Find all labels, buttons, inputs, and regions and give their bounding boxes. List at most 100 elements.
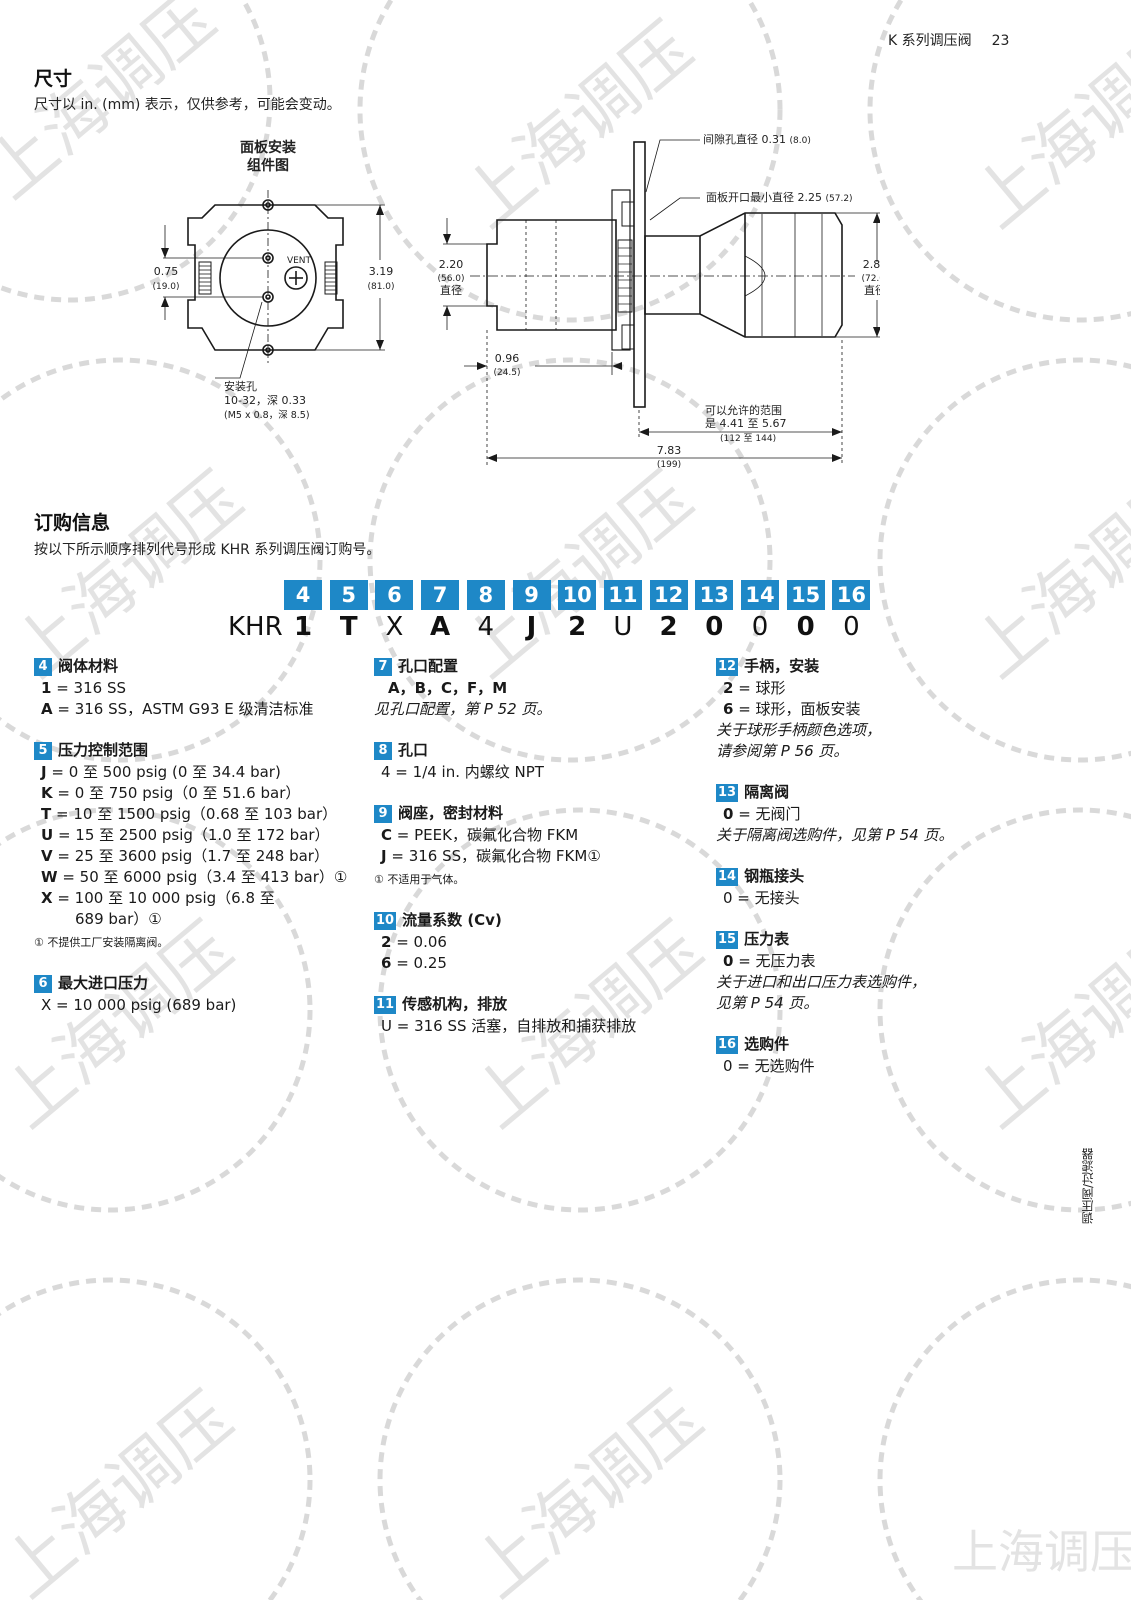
order-position-number: 4 — [284, 580, 322, 610]
dim-096: 0.96 — [495, 352, 520, 365]
option-title: 传感机构，排放 — [402, 995, 508, 1013]
watermark-text: 上海调压 — [459, 1378, 718, 1600]
option-line: 2 = 0.06 — [381, 933, 447, 951]
order-position-number: 10 — [558, 580, 597, 610]
option-line: X = 10 000 psig (689 bar) — [41, 996, 237, 1014]
dim-220-mm: (56.0) — [437, 274, 464, 284]
option-line: 0 = 无压力表 — [723, 952, 816, 970]
panel-opening-label: 面板开口最小直径 2.25 (57.2) — [706, 190, 853, 204]
option-number-badge: 4 — [34, 657, 52, 676]
option-line: 689 bar）① — [75, 910, 162, 928]
dim-319-mm: (81.0) — [367, 282, 394, 292]
option-line: A，B，C，F，M — [388, 679, 508, 697]
order-position-code: A — [430, 612, 451, 642]
option-title: 最大进口压力 — [58, 974, 149, 992]
option-line: 0 = 无选购件 — [723, 1057, 815, 1075]
section-title-ordering: 订购信息 — [34, 512, 111, 534]
option-line: 6 = 球形，面板安装 — [723, 700, 861, 718]
dim-783: 7.83 — [657, 444, 682, 457]
hole-label-2: 10-32，深 0.33 — [224, 394, 306, 407]
dim-220-label: 直径 — [440, 283, 462, 297]
watermark-text: 上海调压 — [0, 1378, 248, 1600]
order-position-code: J — [526, 612, 537, 642]
option-line: J = 0 至 500 psig (0 至 34.4 bar) — [41, 763, 281, 781]
order-position-code: 0 — [796, 612, 815, 642]
option-number-badge: 6 — [34, 974, 52, 993]
order-position-code: 2 — [568, 612, 587, 642]
option-block-15: 15 压力表 0 = 无压力表 关于进口和出口压力表选购件， 见第 P 54 页。 — [716, 929, 1016, 1014]
panel-title-2: 组件图 — [247, 157, 289, 174]
order-position-code: X — [385, 612, 404, 642]
side-section-label: 调压阀/过滤器 — [1081, 1148, 1095, 1225]
option-title: 孔口 — [398, 741, 429, 759]
option-number-badge: 15 — [716, 930, 739, 949]
option-number-badge: 12 — [716, 657, 739, 676]
watermark-text: 上海调压 — [952, 1525, 1131, 1579]
option-line: 4 = 1/4 in. 内螺纹 NPT — [381, 763, 544, 781]
dim-075: 0.75 — [154, 265, 179, 278]
option-line: 0 = 无阀门 — [723, 805, 801, 823]
option-note: 见第 P 54 页。 — [716, 994, 819, 1012]
option-title: 手柄，安装 — [744, 657, 820, 675]
option-title: 压力控制范围 — [58, 741, 149, 759]
option-note: 关于球形手柄颜色选项， — [716, 721, 882, 739]
order-position-number: 7 — [421, 580, 460, 610]
panel-front-view — [163, 190, 385, 379]
option-number-badge: 9 — [374, 804, 392, 823]
option-title: 压力表 — [744, 930, 790, 948]
range-label-2: 是 4.41 至 5.67 — [705, 417, 786, 430]
option-number-badge: 7 — [374, 657, 392, 676]
option-note: 关于进口和出口压力表选购件， — [716, 973, 927, 991]
order-position-code: 4 — [477, 612, 495, 642]
side-view — [443, 139, 880, 465]
option-line: U = 316 SS 活塞，自排放和捕获排放 — [381, 1017, 637, 1035]
order-position-number: 11 — [603, 580, 642, 610]
options-column-2: 7 孔口配置 A，B，C，F，M 见孔口配置，第 P 52 页。 8 孔口 4 = … — [374, 656, 684, 1051]
header-title: K 系列调压阀 — [888, 33, 972, 49]
order-position-code: T — [339, 612, 358, 642]
ordering-intro: 按以下所示顺序排列代号形成 KHR 系列调压阀订购号。 — [34, 542, 381, 558]
order-position-number: 15 — [786, 580, 825, 610]
hole-label-3: (M5 x 0.8，深 8.5) — [224, 410, 310, 421]
option-number-badge: 8 — [374, 741, 392, 760]
range-label-1: 可以允许的范围 — [705, 403, 782, 417]
option-block-7: 7 孔口配置 A，B，C，F，M 见孔口配置，第 P 52 页。 — [374, 656, 684, 720]
option-line: J = 316 SS，碳氟化合物 FKM① — [381, 847, 601, 865]
option-note: 见孔口配置，第 P 52 页。 — [374, 700, 552, 718]
option-number-badge: 16 — [716, 1035, 739, 1054]
option-title: 阀体材料 — [58, 657, 119, 675]
order-position-code: 0 — [705, 612, 724, 642]
footnote: ① 不提供工厂安装隔离阀。 — [34, 936, 169, 949]
footnote: ① 不适用于气体。 — [374, 873, 465, 886]
order-position-number: 5 — [329, 580, 368, 610]
option-note: 请参阅第 P 56 页。 — [716, 742, 849, 760]
option-line: W = 50 至 6000 psig（3.4 至 413 bar）① — [41, 868, 348, 886]
option-title: 孔口配置 — [398, 657, 459, 675]
option-line: X = 100 至 10 000 psig（6.8 至 — [41, 889, 275, 907]
dim-283-mm: (72.0) — [861, 274, 880, 284]
order-position-number: 6 — [375, 580, 414, 610]
dim-319: 3.19 — [369, 265, 394, 278]
clearance-hole-label: 间隙孔直径 0.31 (8.0) — [703, 132, 811, 146]
option-line: T = 10 至 1500 psig（0.68 至 103 bar） — [41, 805, 338, 823]
option-number-badge: 11 — [374, 995, 397, 1014]
section-title-dimensions: 尺寸 — [34, 68, 73, 90]
option-title: 钢瓶接头 — [744, 867, 805, 885]
order-position-code: 1 — [293, 612, 313, 642]
vent-label: VENT — [287, 256, 312, 266]
option-line: U = 15 至 2500 psig（1.0 至 172 bar） — [41, 826, 330, 844]
option-line: K = 0 至 750 psig（0 至 51.6 bar） — [41, 784, 301, 802]
order-position-number: 12 — [649, 580, 688, 610]
order-position-number: 14 — [741, 580, 779, 610]
option-block-8: 8 孔口 4 = 1/4 in. 内螺纹 NPT — [374, 740, 684, 783]
option-line: 6 = 0.25 — [381, 954, 447, 972]
